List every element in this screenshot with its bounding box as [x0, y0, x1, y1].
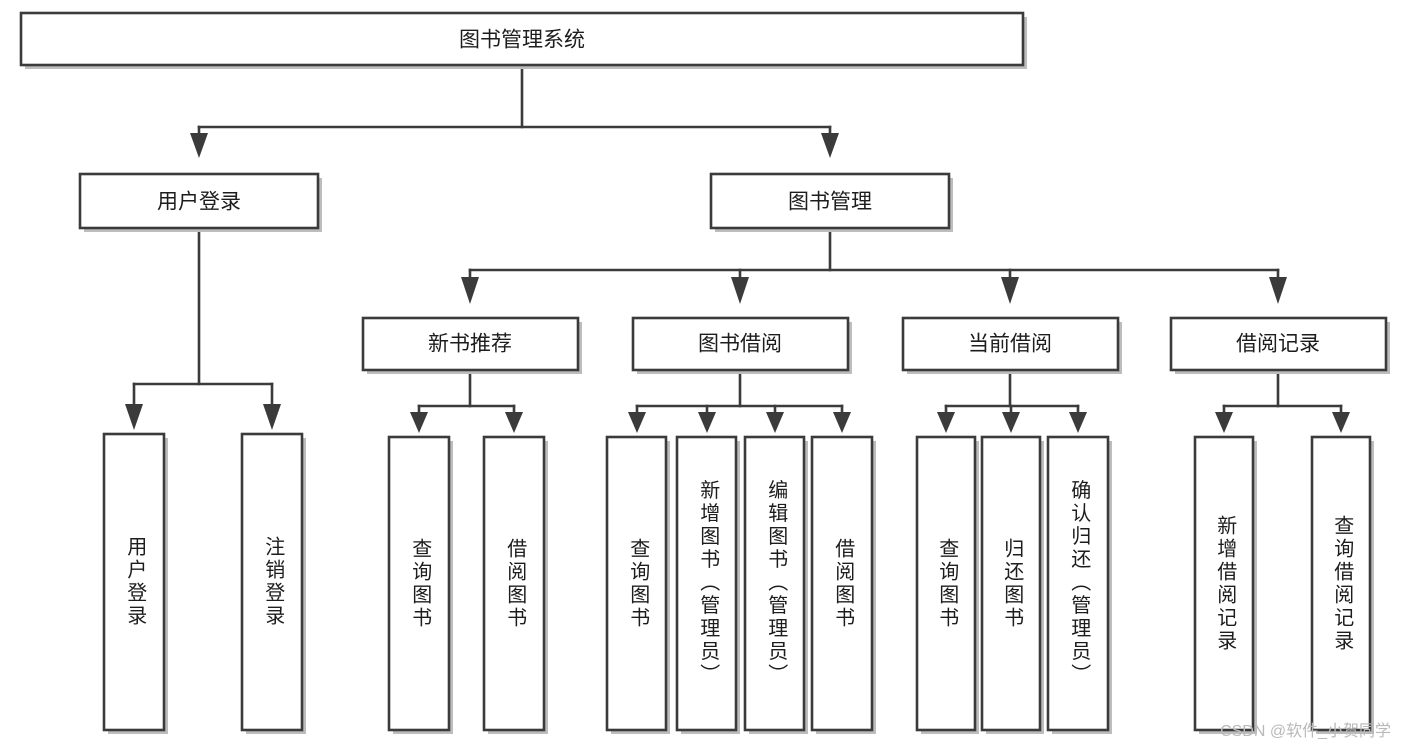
node-label: 注销登录: [262, 536, 285, 628]
node-leaf-query-book-current[interactable]: 查询图书: [915, 435, 979, 734]
node-label: 新增借阅记录: [1214, 515, 1237, 653]
node-label: 用户登录: [157, 191, 241, 214]
node-label: 当前借阅: [968, 333, 1052, 356]
node-leaf-return-book[interactable]: 归还图书: [980, 435, 1044, 734]
node-leaf-query-book-recommend[interactable]: 查询图书: [387, 435, 453, 734]
node-box: [482, 435, 546, 732]
node-box: [19, 11, 1025, 67]
node-leaf-borrow-book[interactable]: 借阅图书: [810, 435, 876, 734]
node-leaf-logout[interactable]: 注销登录: [240, 432, 306, 734]
node-label: 编辑图书（管理员）: [765, 479, 788, 686]
node-box: [743, 435, 806, 732]
node-label: 查询图书: [936, 538, 959, 630]
node-leaf-borrow-book-recommend[interactable]: 借阅图书: [482, 435, 548, 734]
node-box: [605, 435, 668, 732]
node-label: 借阅图书: [504, 538, 527, 630]
node-box: [980, 435, 1042, 732]
node-label: 借阅图书: [832, 538, 855, 630]
arrowhead-icon: [698, 412, 716, 433]
arrowhead-icon: [833, 412, 851, 433]
node-label: 归还图书: [1001, 538, 1024, 630]
node-leaf-add-book-admin[interactable]: 新增图书（管理员）: [675, 435, 740, 734]
node-root-book-management-system[interactable]: 图书管理系统: [19, 11, 1027, 69]
arrowhead-icon: [1002, 412, 1020, 433]
arrowhead-icon: [190, 133, 208, 158]
arrowhead-icon: [263, 404, 281, 430]
node-label: 借阅记录: [1236, 333, 1320, 356]
node-box: [1193, 435, 1255, 732]
node-label: 图书管理: [788, 191, 872, 214]
node-box: [675, 435, 738, 732]
node-label: 新增图书（管理员）: [697, 479, 720, 686]
node-box: [102, 432, 166, 732]
node-leaf-add-borrow-record[interactable]: 新增借阅记录: [1193, 435, 1257, 734]
node-leaf-confirm-return-admin[interactable]: 确认归还（管理员）: [1046, 435, 1112, 734]
node-label: 查询图书: [627, 538, 650, 630]
node-label: 图书管理系统: [459, 29, 585, 52]
node-label: 用户登录: [124, 536, 147, 628]
node-leaf-query-book-borrow[interactable]: 查询图书: [605, 435, 670, 734]
node-box: [901, 316, 1120, 372]
arrowhead-icon: [1332, 412, 1350, 433]
arrowhead-icon: [1001, 277, 1019, 304]
node-book-management[interactable]: 图书管理: [709, 172, 953, 232]
node-current-borrow[interactable]: 当前借阅: [901, 316, 1122, 374]
node-leaf-user-login[interactable]: 用户登录: [102, 432, 168, 734]
node-box: [709, 172, 951, 230]
node-box: [1169, 316, 1388, 372]
node-borrow-record[interactable]: 借阅记录: [1169, 316, 1390, 374]
node-box: [915, 435, 977, 732]
arrowheads: [125, 133, 1350, 433]
node-label: 查询借阅记录: [1331, 515, 1354, 653]
node-box: [631, 316, 850, 372]
arrowhead-icon: [731, 277, 749, 304]
node-box: [387, 435, 451, 732]
arrowhead-icon: [1269, 277, 1287, 304]
arrowhead-icon: [505, 412, 523, 433]
node-box: [78, 172, 320, 230]
node-label: 新书推荐: [428, 333, 512, 356]
node-leaf-edit-book-admin[interactable]: 编辑图书（管理员）: [743, 435, 808, 734]
arrowhead-icon: [628, 412, 646, 433]
arrowhead-icon: [1215, 412, 1233, 433]
arrowhead-icon: [410, 412, 428, 433]
node-label: 确认归还（管理员）: [1068, 479, 1091, 686]
node-book-borrow[interactable]: 图书借阅: [631, 316, 852, 374]
node-box: [810, 435, 874, 732]
node-new-book-recommend[interactable]: 新书推荐: [361, 316, 582, 374]
arrowhead-icon: [766, 412, 784, 433]
arrowhead-icon: [821, 133, 839, 158]
node-label: 查询图书: [409, 538, 432, 630]
arrowhead-icon: [461, 277, 479, 304]
node-box: [1046, 435, 1110, 732]
node-user-login[interactable]: 用户登录: [78, 172, 322, 232]
node-box: [361, 316, 580, 372]
arrowhead-icon: [125, 404, 143, 430]
node-leaf-query-borrow-record[interactable]: 查询借阅记录: [1310, 435, 1374, 734]
arrowhead-icon: [1069, 412, 1087, 433]
arrowhead-icon: [937, 412, 955, 433]
node-label: 图书借阅: [698, 333, 782, 356]
node-box: [1310, 435, 1372, 732]
connectors: [132, 64, 1343, 414]
node-box: [240, 432, 304, 732]
